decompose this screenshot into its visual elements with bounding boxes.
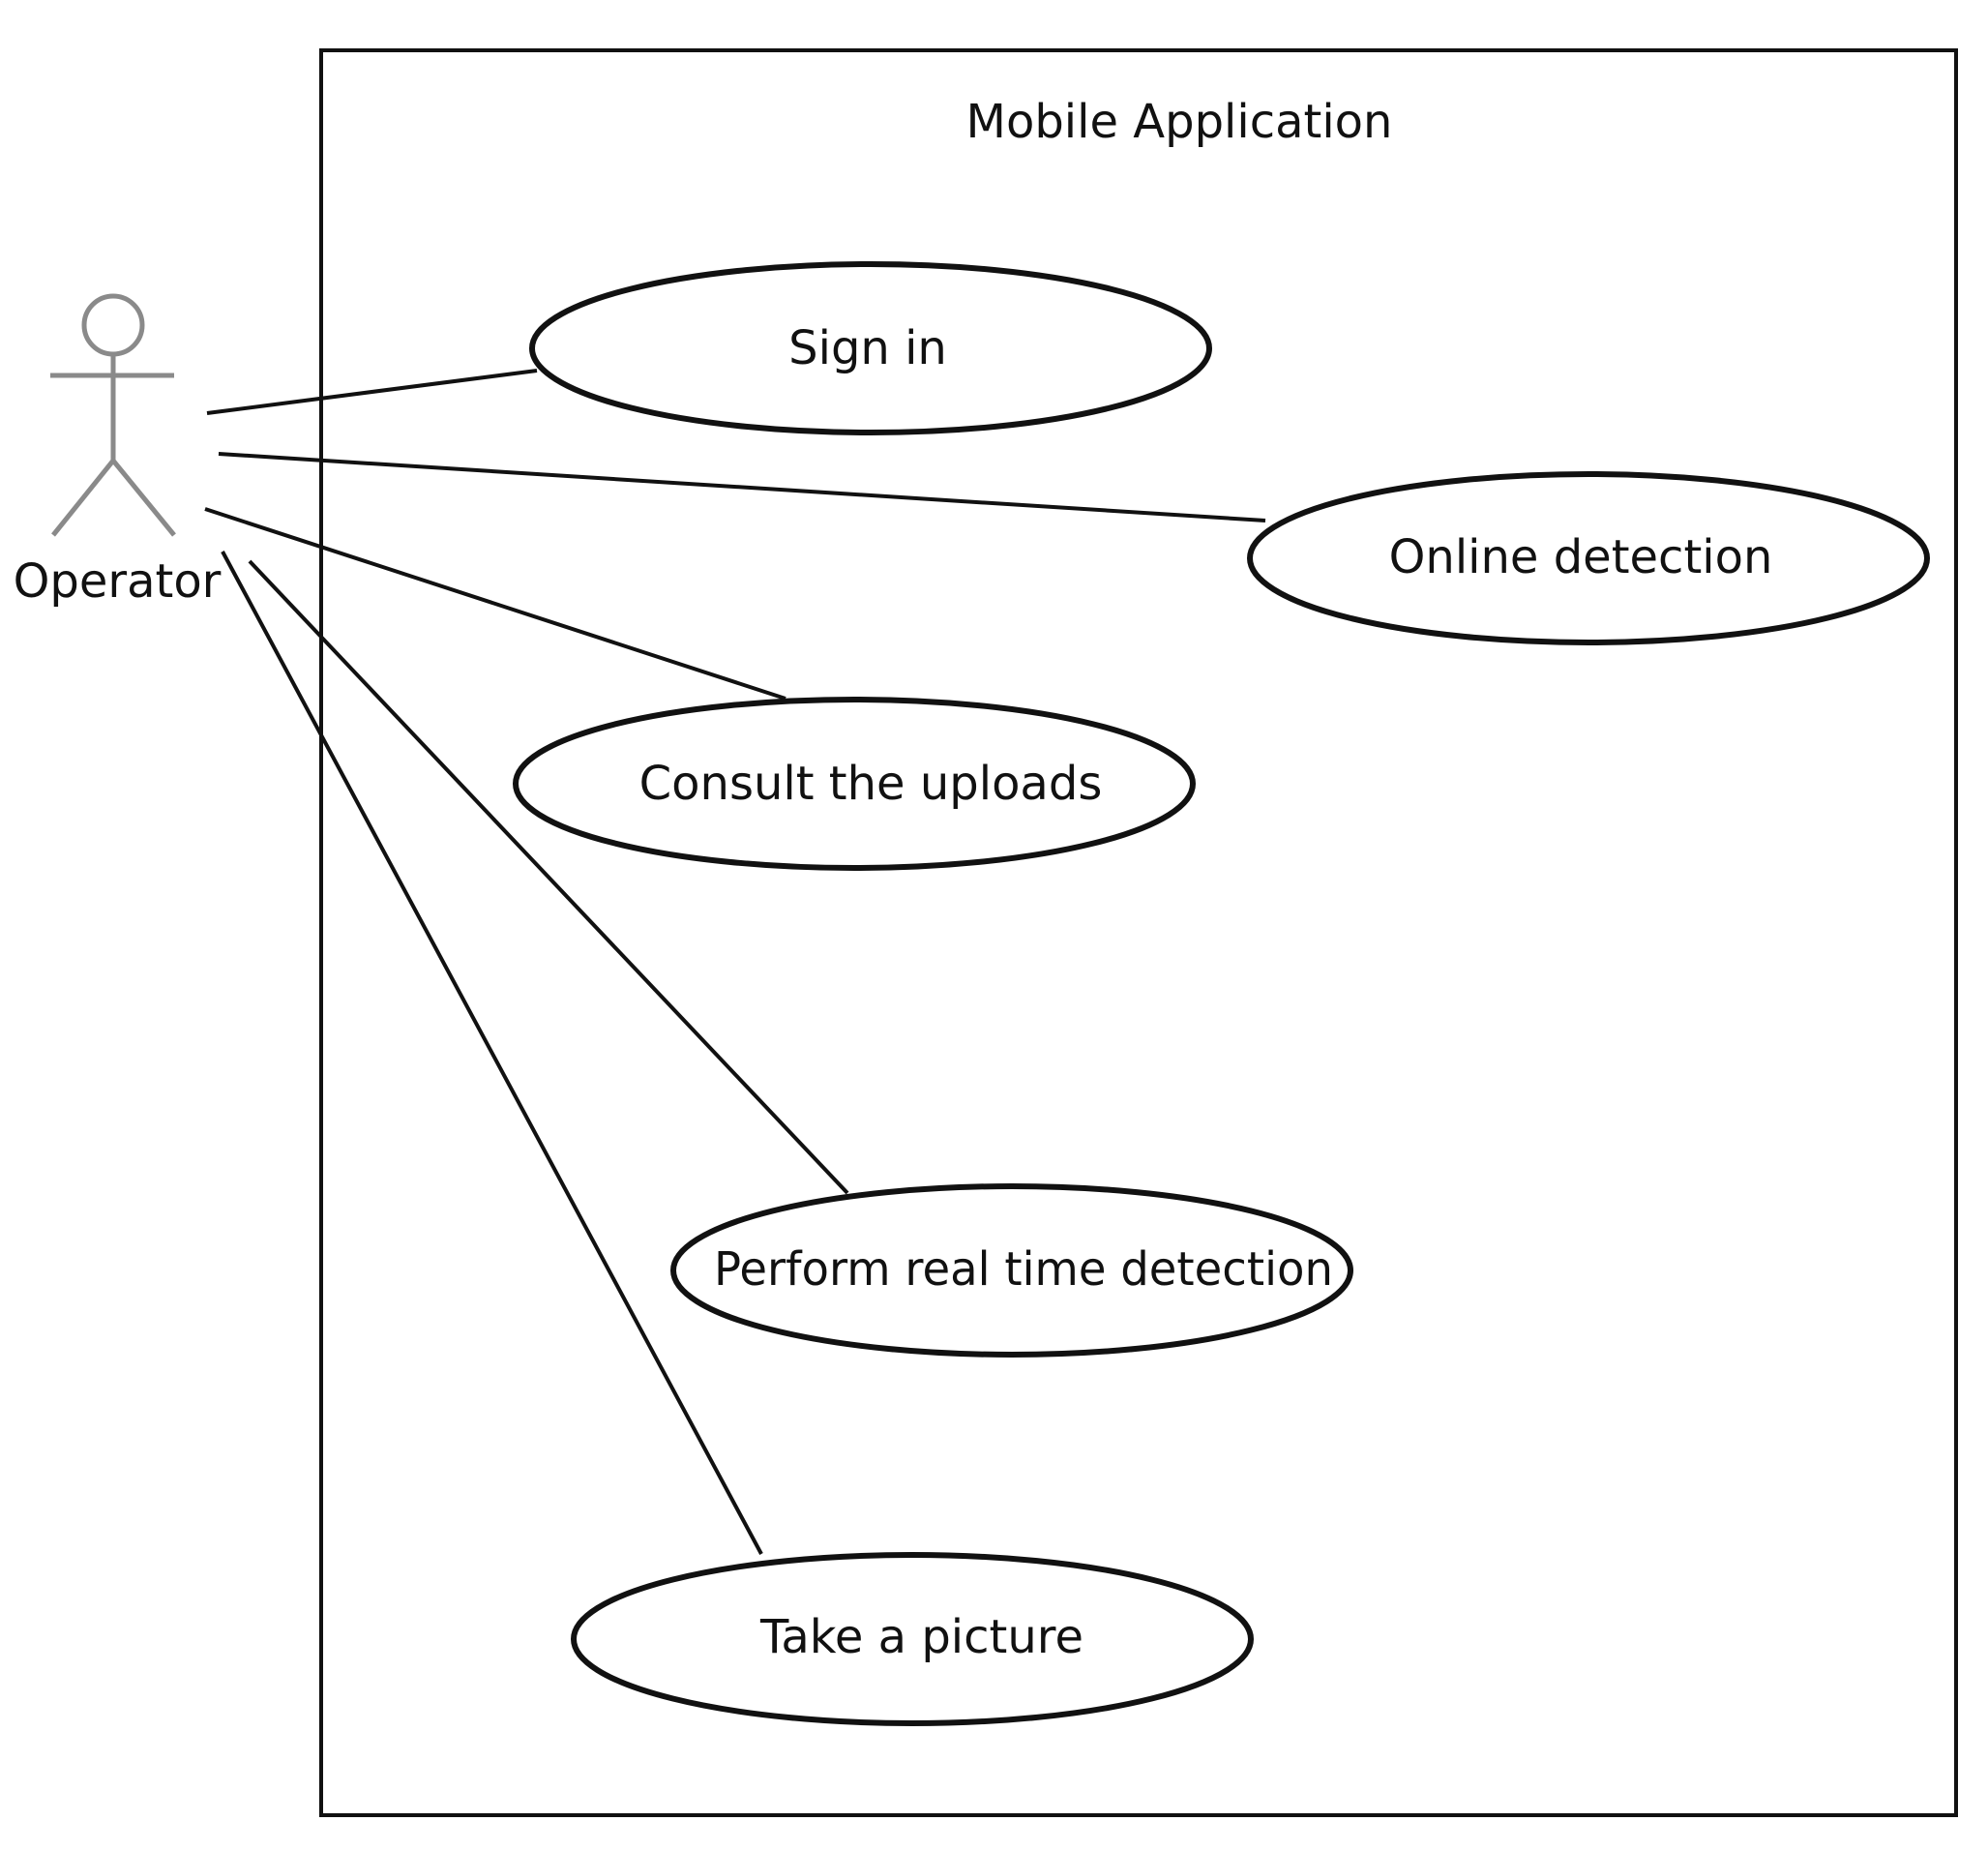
use-case-real-time-detection: Perform real time detection bbox=[670, 1183, 1353, 1358]
use-case-label: Consult the uploads bbox=[639, 757, 1103, 811]
use-case-online-detection: Online detection bbox=[1247, 471, 1930, 645]
use-case-ellipse bbox=[513, 697, 1196, 871]
use-case-label: Sign in bbox=[788, 321, 947, 375]
use-case-label: Take a picture bbox=[759, 1610, 1083, 1664]
use-case-label: Perform real time detection bbox=[714, 1242, 1333, 1297]
actor-right-leg bbox=[111, 459, 176, 537]
actor-head bbox=[81, 293, 145, 357]
use-case-ellipse bbox=[1247, 471, 1930, 645]
actor-name: Operator bbox=[14, 554, 222, 609]
association-online-detection bbox=[218, 452, 1266, 522]
use-case-sign-in: Sign in bbox=[529, 261, 1212, 435]
association-take-picture bbox=[221, 551, 763, 1555]
use-case-ellipse bbox=[529, 261, 1212, 435]
actor-operator: Operator bbox=[14, 293, 222, 609]
system-boundary bbox=[319, 48, 1958, 1817]
use-case-consult-uploads: Consult the uploads bbox=[513, 697, 1196, 871]
use-case-label: Online detection bbox=[1389, 530, 1773, 584]
association-consult-uploads bbox=[204, 507, 786, 701]
use-case-ellipse bbox=[670, 1183, 1353, 1358]
system-title: Mobile Application bbox=[966, 95, 1393, 149]
actor-left-leg bbox=[51, 459, 115, 537]
association-sign-in bbox=[206, 369, 538, 415]
use-case-ellipse bbox=[571, 1552, 1254, 1726]
association-real-time-detection bbox=[248, 559, 849, 1195]
use-case-take-picture: Take a picture bbox=[571, 1552, 1254, 1726]
